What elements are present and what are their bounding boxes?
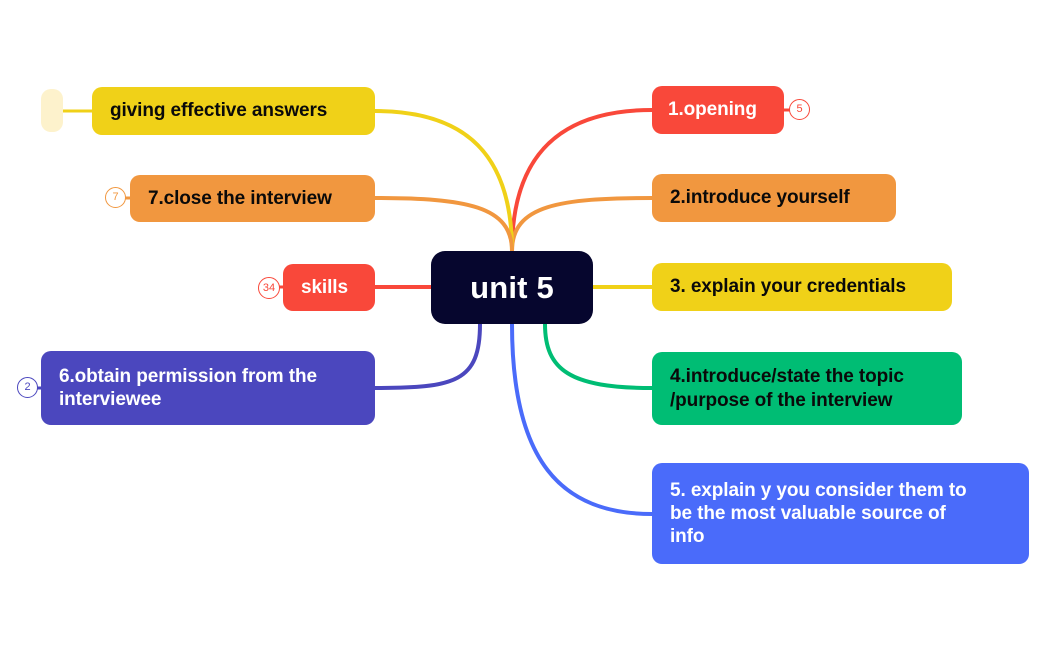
badge-opening[interactable]: 5 [789, 99, 810, 120]
edge-opening [510, 108, 654, 253]
branch-label-giving-effective-answers: giving effective answers [110, 100, 328, 122]
badge-label-close-the-interview: 7 [112, 191, 119, 203]
branch-label-obtain-permission: 6.obtain permission from the interviewee [59, 365, 317, 410]
branch-node-close-the-interview[interactable]: 7.close the interview [130, 175, 375, 222]
branch-node-opening[interactable]: 1.opening [652, 86, 784, 134]
branch-label-opening: 1.opening [668, 99, 757, 121]
edge-giving-effective-answers [373, 109, 514, 253]
collapsed-placeholder[interactable] [41, 89, 63, 132]
badge-obtain-permission[interactable]: 2 [17, 377, 38, 398]
branch-label-close-the-interview: 7.close the interview [148, 187, 332, 209]
branch-node-introduce-topic[interactable]: 4.introduce/state the topic /purpose of … [652, 352, 962, 425]
badge-label-skills: 34 [262, 281, 276, 294]
edge-explain-valuable-source [510, 322, 654, 516]
badge-label-obtain-permission: 2 [24, 381, 31, 393]
branch-node-giving-effective-answers[interactable]: giving effective answers [92, 87, 375, 135]
edge-introduce-topic [543, 322, 654, 390]
edge-close-the-interview [373, 196, 514, 253]
badge-skills[interactable]: 34 [258, 277, 280, 299]
edge-obtain-permission [373, 322, 482, 390]
edge-introduce-yourself [510, 196, 654, 253]
branch-label-skills: skills [301, 276, 348, 298]
badge-label-opening: 5 [796, 103, 803, 115]
branch-label-explain-credentials: 3. explain your credentials [670, 276, 906, 298]
center-node[interactable]: unit 5 [431, 251, 593, 324]
branch-label-introduce-yourself: 2.introduce yourself [670, 187, 850, 209]
center-node-label: unit 5 [470, 269, 554, 305]
branch-label-explain-valuable-source: 5. explain y you consider them to be the… [670, 479, 967, 548]
branch-node-explain-valuable-source[interactable]: 5. explain y you consider them to be the… [652, 463, 1029, 564]
badge-close-the-interview[interactable]: 7 [105, 187, 126, 208]
branch-node-explain-credentials[interactable]: 3. explain your credentials [652, 263, 952, 311]
branch-node-obtain-permission[interactable]: 6.obtain permission from the interviewee [41, 351, 375, 425]
branch-node-skills[interactable]: skills [283, 264, 375, 311]
branch-node-introduce-yourself[interactable]: 2.introduce yourself [652, 174, 896, 222]
branch-label-introduce-topic: 4.introduce/state the topic /purpose of … [670, 366, 904, 411]
